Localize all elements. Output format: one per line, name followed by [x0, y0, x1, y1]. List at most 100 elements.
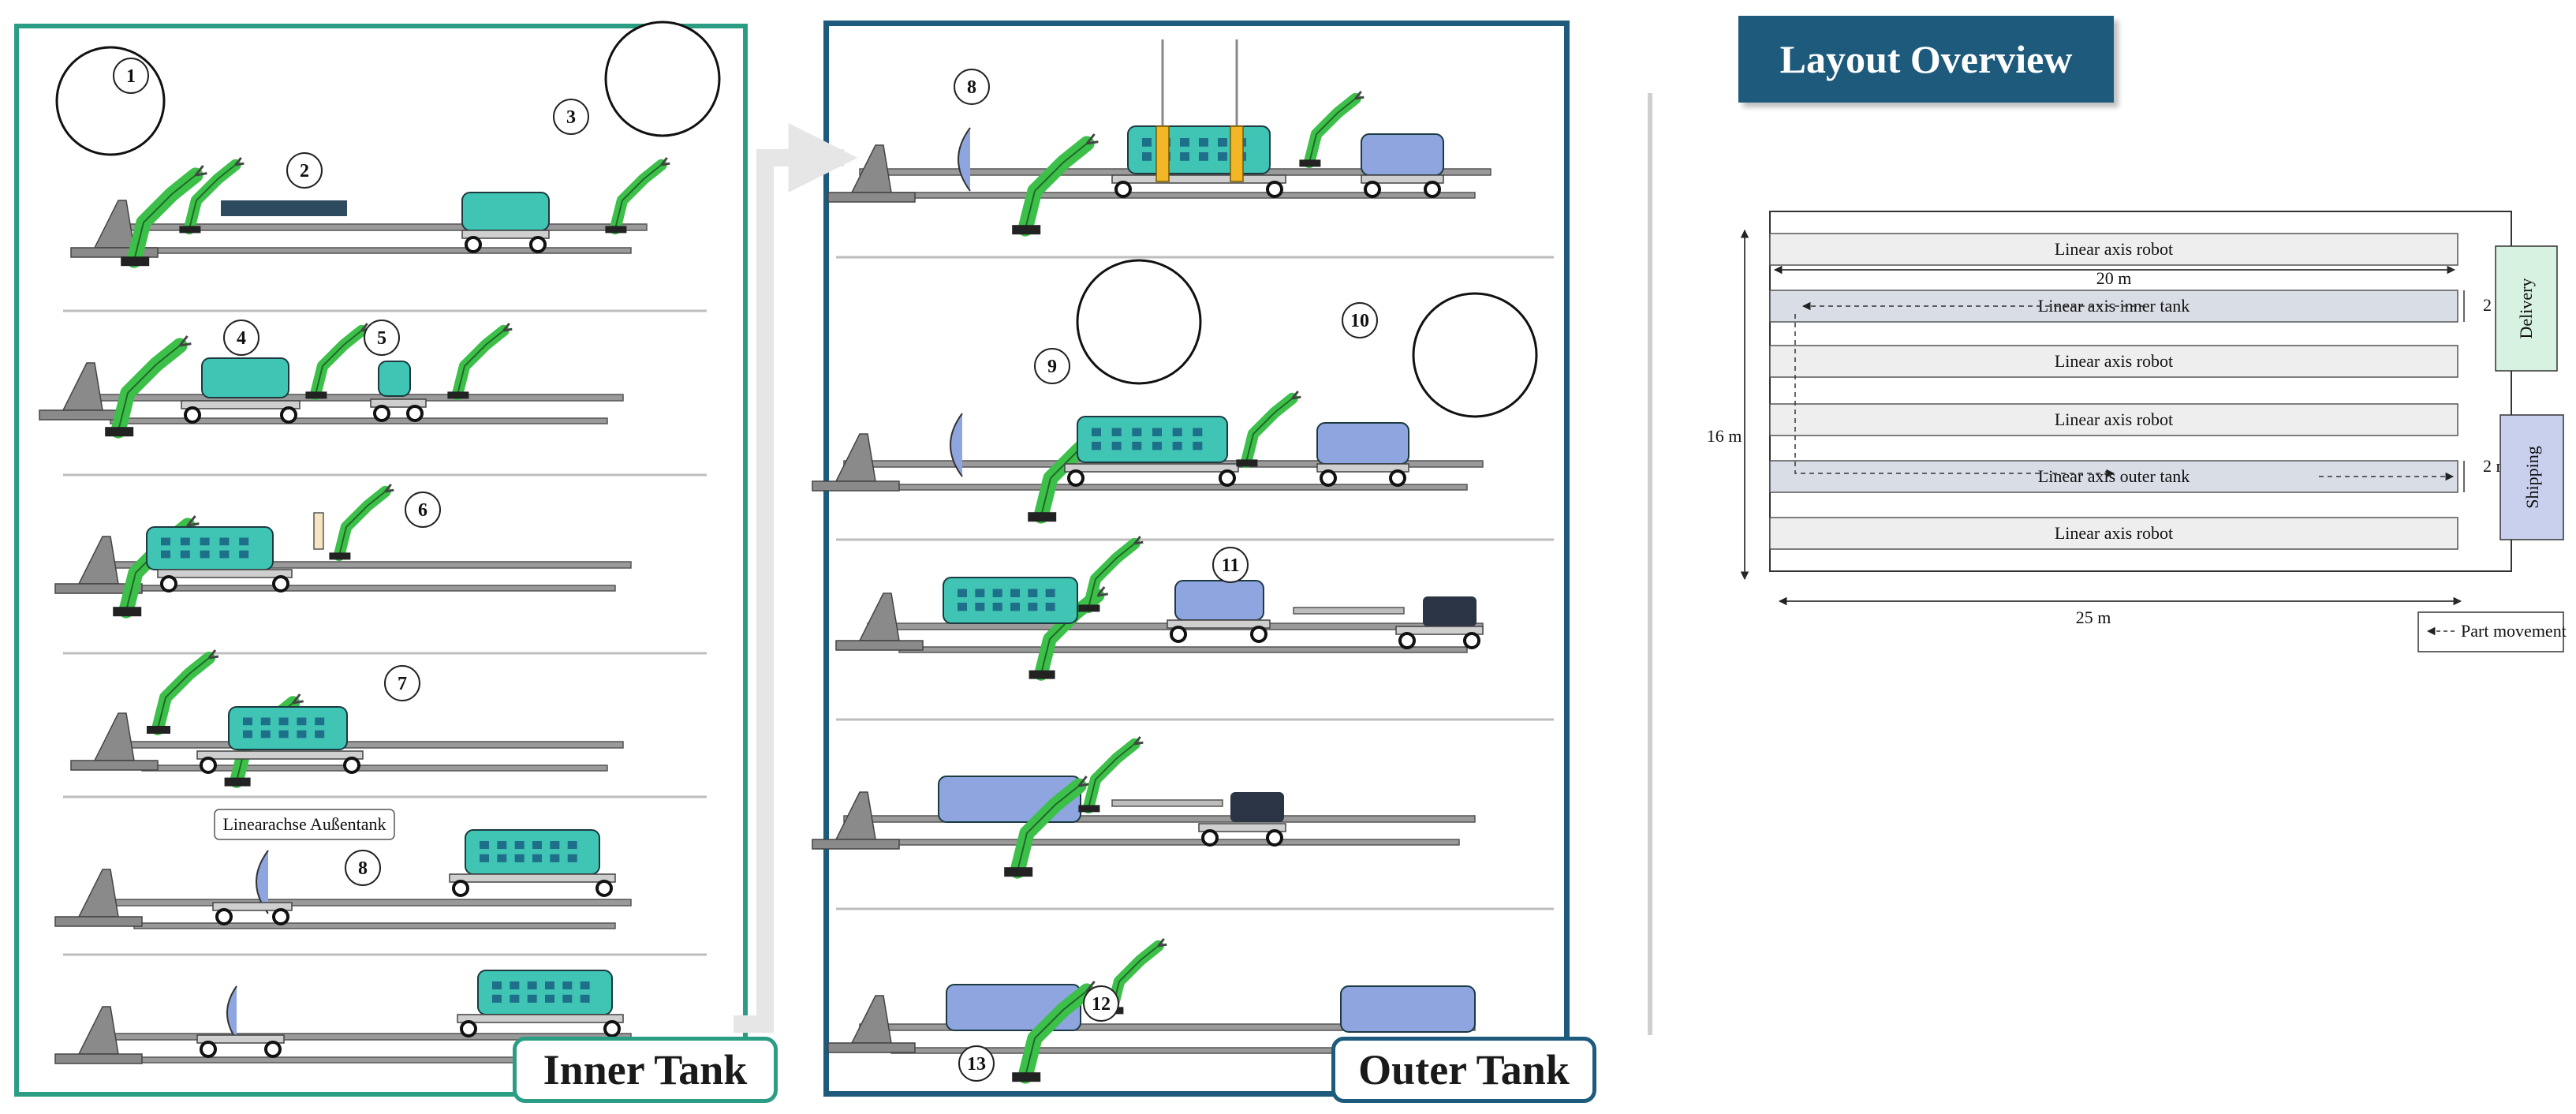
- inner-scene-6: 6: [54, 484, 632, 619]
- cart-outer-8: [1111, 174, 1286, 198]
- robot-outer-12: [1012, 981, 1099, 1084]
- layout-row-6: [1769, 517, 2458, 550]
- shipping-box: [2499, 414, 2564, 540]
- cart-wheel: [1201, 829, 1219, 847]
- cart-step-3: [461, 230, 550, 253]
- part-step-6: [313, 512, 324, 550]
- layout-row-label-1: Linear axis robot: [2055, 239, 2173, 259]
- inner-scene-7: 7: [70, 649, 624, 788]
- robot-step-7: [147, 649, 219, 735]
- step-1-circle: [113, 58, 149, 94]
- cart-wheel: [1364, 181, 1381, 198]
- delivery-box: [2495, 245, 2558, 372]
- robot-step-4b: [305, 323, 371, 401]
- step-outer-13-circle: [958, 1045, 995, 1082]
- cart-step-8b: [449, 873, 616, 897]
- shipping-label: Shipping: [2522, 446, 2542, 508]
- cart-wheel: [603, 1020, 621, 1037]
- detail-circle-step-1: [55, 46, 166, 156]
- step-4-circle: [223, 320, 259, 356]
- linear-axis-sign: [214, 809, 395, 840]
- inner-scene-final: [54, 970, 632, 1064]
- cart-wheel: [343, 757, 360, 774]
- step-outer-13-number: 13: [967, 1054, 986, 1075]
- cart-outer-11: [1167, 619, 1271, 643]
- cart-wheel: [264, 1041, 282, 1058]
- crane-hook: [1155, 125, 1170, 182]
- push-rod-2: [1111, 799, 1223, 807]
- cart-wheel: [373, 405, 390, 422]
- outer-scene-11: 11: [835, 536, 1484, 681]
- cart-wheel: [460, 1020, 477, 1037]
- cart-wheel: [200, 1041, 217, 1058]
- cart-wheel: [1250, 626, 1267, 643]
- step-8-circle: [345, 850, 381, 886]
- outer-scene-9-10: 9 10: [812, 259, 1538, 524]
- inner-to-outer-flow-arrow: [734, 123, 858, 1033]
- fixture-step-2: [221, 200, 347, 216]
- outer-tank-title: Outer Tank: [1331, 1037, 1596, 1103]
- cart-wheel: [1114, 181, 1132, 198]
- legend-box: [2417, 611, 2564, 652]
- detail-circle-step-3: [604, 21, 721, 137]
- cart-wheel: [280, 406, 297, 424]
- robot-outer-8: [1012, 133, 1099, 237]
- outer-tank-step-8: [1361, 133, 1444, 176]
- robot-outer-push-b: [1078, 736, 1144, 814]
- outer-scene-push: [812, 736, 1476, 879]
- robot-outer-9b: [1236, 391, 1301, 469]
- step-outer-10-number: 10: [1350, 311, 1369, 331]
- delivery-label: Delivery: [2516, 278, 2536, 339]
- cart-wheel: [1424, 181, 1441, 198]
- robot-step-6b: [329, 484, 394, 562]
- cart-wheel: [215, 908, 233, 925]
- cart-wheel: [1067, 469, 1085, 487]
- tank-step-3: [461, 192, 550, 231]
- cart-step-8: [212, 902, 293, 925]
- outer-scene-8: 8: [827, 39, 1491, 237]
- cart-final: [196, 1034, 285, 1058]
- robot-outer-push: [1004, 776, 1091, 879]
- step-5-number: 5: [377, 328, 386, 349]
- cart-wheel: [406, 405, 424, 422]
- robot-step-4: [105, 335, 192, 439]
- cart-wheel: [1266, 181, 1283, 198]
- step-3-number: 3: [566, 107, 576, 128]
- cart-wheel: [1170, 626, 1187, 643]
- layout-row-label-2: Linear axis inner tank: [2038, 296, 2190, 316]
- layout-row-3: [1769, 345, 2458, 378]
- step-3-circle: [553, 99, 589, 135]
- outer-tank-cap-final: [226, 985, 237, 1041]
- cart-wheel: [452, 880, 469, 897]
- inner-tank-title: Inner Tank: [513, 1037, 778, 1103]
- cart-wheel: [529, 236, 547, 253]
- step-7-number: 7: [398, 674, 407, 694]
- cart-wheel: [595, 880, 613, 897]
- step-6-number: 6: [418, 500, 427, 521]
- drive-unit-push: [1230, 792, 1284, 822]
- cart-wheel: [1266, 829, 1283, 847]
- step-outer-11-number: 11: [1222, 555, 1240, 576]
- inner-scene-1-3: 123: [55, 21, 721, 268]
- layout-row-4: [1769, 403, 2458, 436]
- cart-outer-10: [1316, 463, 1409, 487]
- layout-row-label-5: Linear axis outer tank: [2038, 466, 2190, 486]
- cart-outer-9: [1064, 463, 1239, 487]
- layout-hall-outline: [1769, 211, 2512, 572]
- layout-row-label-6: Linear axis robot: [2055, 523, 2173, 543]
- cart-step-7: [196, 750, 364, 774]
- tank-step-7: [228, 706, 348, 750]
- step-outer-9-number: 9: [1047, 357, 1057, 377]
- detail-circle-outer-9: [1076, 259, 1202, 385]
- step-outer-8-circle: [954, 69, 990, 105]
- tank-step-5: [378, 361, 411, 397]
- crane-hook: [1230, 125, 1244, 182]
- transfer-movement-arrow: [1794, 314, 2115, 478]
- step-1-number: 1: [126, 66, 136, 87]
- cart-wheel: [160, 575, 177, 593]
